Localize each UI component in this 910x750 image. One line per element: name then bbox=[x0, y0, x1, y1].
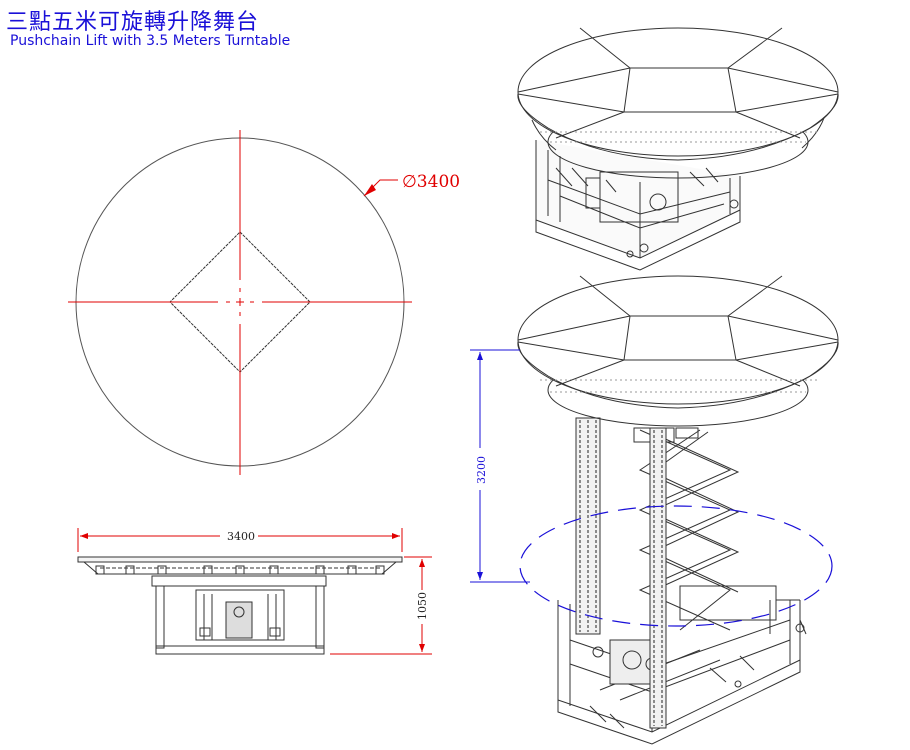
lift-travel-label: 3200 bbox=[475, 456, 488, 484]
side-view: 3400 bbox=[77, 528, 432, 655]
diameter-leader bbox=[363, 179, 398, 197]
center-lines bbox=[68, 130, 412, 475]
iso-view-raised bbox=[517, 275, 839, 745]
height-label: 1050 bbox=[416, 592, 429, 620]
turntable-deck-side bbox=[77, 556, 403, 575]
push-chain-left bbox=[575, 417, 601, 635]
base-frame-side bbox=[151, 575, 327, 655]
lift-travel-dimension-line bbox=[470, 349, 530, 583]
iso-view-lowered bbox=[517, 27, 839, 271]
drawing-title-english: Pushchain Lift with 3.5 Meters Turntable bbox=[10, 33, 291, 49]
top-view: ∅3400 bbox=[68, 130, 460, 475]
width-dimension-line bbox=[77, 528, 403, 552]
height-dimension-line bbox=[330, 556, 432, 655]
diameter-label: ∅3400 bbox=[402, 172, 460, 192]
lift-travel-ellipse bbox=[519, 505, 833, 627]
width-label: 3400 bbox=[227, 530, 255, 543]
drawing-title-chinese: 三點五米可旋轉升降舞台 bbox=[6, 10, 260, 35]
push-chain-right bbox=[649, 427, 667, 729]
